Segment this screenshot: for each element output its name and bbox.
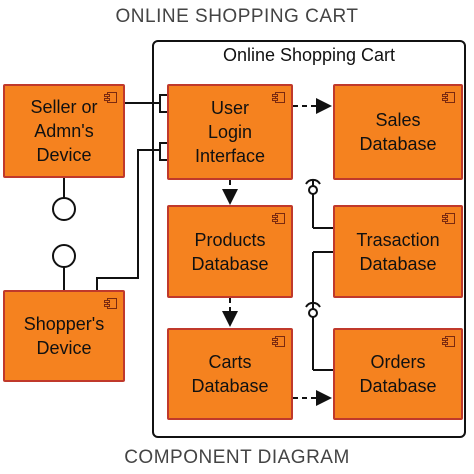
diagram-title: ONLINE SHOPPING CART <box>115 6 359 27</box>
shopper-interface-lollipop <box>52 244 76 268</box>
component-label: User Login Interface <box>194 98 266 166</box>
component-icon <box>104 92 117 103</box>
diagram-subtitle: COMPONENT DIAGRAM <box>124 447 350 468</box>
sales-transaction-ball <box>308 185 318 195</box>
orders-database-component: Orders Database <box>333 328 463 420</box>
sales-transaction-socket <box>305 178 321 185</box>
component-icon <box>104 298 117 309</box>
component-label: Shopper's Device <box>23 314 105 358</box>
seller-admin-device-component: Seller or Admn's Device <box>3 84 125 178</box>
component-label: Carts Database <box>191 352 269 396</box>
system-title: Online Shopping Cart <box>222 45 396 65</box>
component-icon <box>272 92 285 103</box>
component-icon <box>442 92 455 103</box>
system-boundary: Online Shopping Cart <box>152 40 466 438</box>
component-icon <box>272 336 285 347</box>
component-label: Seller or Admn's Device <box>30 97 98 165</box>
component-label: Sales Database <box>359 110 437 154</box>
component-label: Orders Database <box>359 352 437 396</box>
component-label: Trasaction Database <box>356 229 440 274</box>
component-icon <box>442 213 455 224</box>
transaction-database-component: Trasaction Database <box>333 205 463 298</box>
carts-database-component: Carts Database <box>167 328 293 420</box>
transaction-orders-ball <box>308 308 318 318</box>
seller-interface-lollipop <box>52 197 76 221</box>
shopper-to-login-wire <box>96 149 160 290</box>
user-login-interface-component: User Login Interface <box>167 84 293 180</box>
component-icon <box>442 336 455 347</box>
component-label: Products Database <box>191 229 269 274</box>
shopper-device-component: Shopper's Device <box>3 290 125 382</box>
products-database-component: Products Database <box>167 205 293 298</box>
transaction-orders-socket <box>305 301 321 308</box>
component-icon <box>272 213 285 224</box>
sales-database-component: Sales Database <box>333 84 463 180</box>
